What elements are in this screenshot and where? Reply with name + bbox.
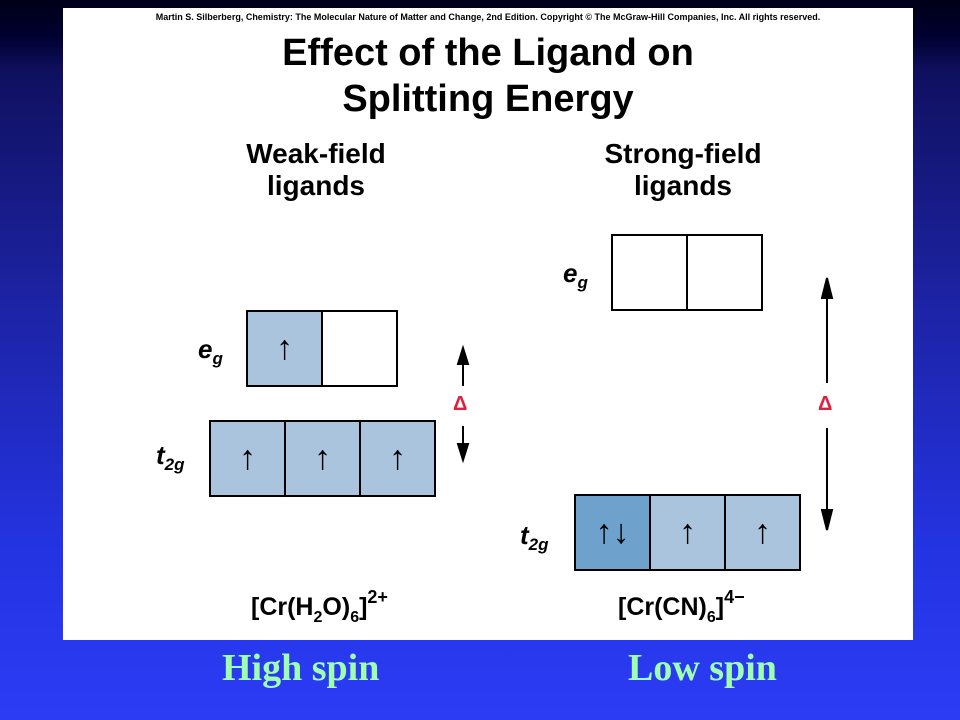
title-line-1: Effect of the Ligand on <box>282 32 694 74</box>
weak-delta-arrowhead-up-icon <box>456 344 470 365</box>
strong-eg-orbitals <box>611 234 763 311</box>
weak-eg-symbol: e <box>198 334 213 364</box>
weak-eg-label: eg <box>198 334 223 369</box>
weak-formula-mid: O) <box>322 593 351 621</box>
weak-formula-charge: 2+ <box>367 587 388 607</box>
strong-heading-line-2: ligands <box>633 170 732 201</box>
strong-formula-prefix: [Cr(CN) <box>618 593 707 621</box>
strong-formula-charge: 4− <box>724 587 745 607</box>
weak-t2g-symbol: t <box>156 440 165 470</box>
splitting-arrows <box>456 277 834 531</box>
strong-t2g-orbital-3: ↑ <box>724 494 801 571</box>
weak-eg-orbital-2 <box>321 310 398 387</box>
weak-t2g-orbital-2: ↑ <box>284 420 361 497</box>
weak-t2g-orbitals: ↑ ↑ ↑ <box>209 420 436 497</box>
strong-delta-label: Δ <box>818 393 833 415</box>
strong-formula: [Cr(CN)6]4− <box>618 587 745 626</box>
strong-t2g-orbitals: ↑↓ ↑ ↑ <box>574 494 801 571</box>
copyright-credit: Martin S. Silberberg, Chemistry: The Mol… <box>155 12 821 22</box>
weak-heading-line-1: Weak-field <box>246 138 386 169</box>
weak-formula: [Cr(H2O)6]2+ <box>251 587 388 626</box>
weak-field-heading: Weak-field ligands <box>201 138 431 202</box>
strong-t2g-subscript: 2g <box>528 535 549 554</box>
strong-eg-subscript: g <box>577 273 588 292</box>
figure-panel: Martin S. Silberberg, Chemistry: The Mol… <box>63 8 913 640</box>
strong-t2g-orbital-2: ↑ <box>649 494 726 571</box>
figure-title: Effect of the Ligand on Splitting Energy <box>63 30 913 122</box>
weak-formula-suffix: ] <box>359 593 368 621</box>
strong-delta-arrowhead-down-icon <box>820 509 834 531</box>
title-line-2: Splitting Energy <box>342 78 634 120</box>
strong-formula-sub: 6 <box>706 609 716 626</box>
weak-t2g-orbital-1: ↑ <box>209 420 286 497</box>
low-spin-label: Low spin <box>628 647 777 689</box>
strong-eg-orbital-2 <box>686 234 763 311</box>
weak-t2g-orbital-3: ↑ <box>359 420 436 497</box>
weak-delta-label: Δ <box>453 393 468 415</box>
weak-eg-subscript: g <box>212 349 223 368</box>
weak-t2g-label: t2g <box>156 440 185 475</box>
strong-delta-arrowhead-up-icon <box>820 277 834 299</box>
high-spin-label: High spin <box>222 647 380 689</box>
strong-eg-label: eg <box>563 258 588 293</box>
strong-t2g-symbol: t <box>520 520 529 550</box>
weak-heading-line-2: ligands <box>266 170 365 201</box>
weak-eg-orbital-1: ↑ <box>246 310 323 387</box>
strong-formula-suffix: ] <box>715 593 725 621</box>
strong-t2g-label: t2g <box>520 520 549 555</box>
weak-formula-sub-1: 2 <box>313 609 323 626</box>
strong-field-heading: Strong-field ligands <box>563 138 803 202</box>
weak-eg-orbitals: ↑ <box>246 310 398 387</box>
weak-delta-arrowhead-down-icon <box>456 443 470 464</box>
strong-eg-symbol: e <box>563 258 578 288</box>
weak-formula-sub-2: 6 <box>350 609 360 626</box>
weak-t2g-subscript: 2g <box>164 455 185 474</box>
weak-formula-prefix: [Cr(H <box>251 593 314 621</box>
strong-heading-line-1: Strong-field <box>604 138 762 169</box>
